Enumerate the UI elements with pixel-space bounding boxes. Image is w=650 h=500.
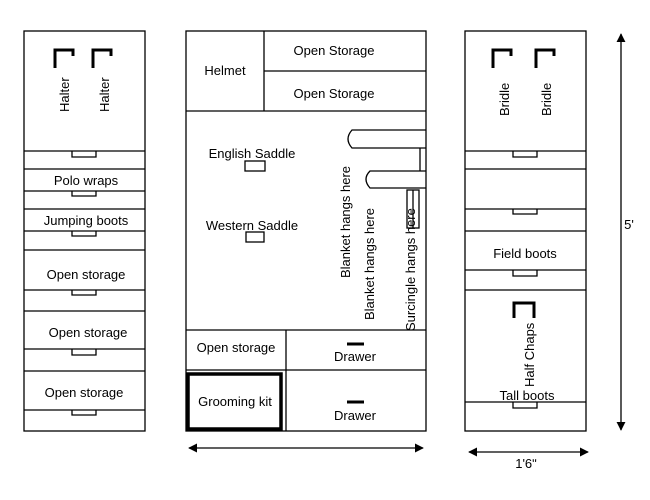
right-width-label: 1'6ʺ — [515, 456, 537, 471]
western-saddle-rack — [245, 231, 265, 243]
field-boots-label: Field boots — [493, 246, 557, 261]
drawer-handle — [71, 231, 97, 237]
chaps-hook-icon — [512, 301, 536, 318]
drawer-handle — [71, 410, 97, 416]
western-saddle-label: Western Saddle — [206, 218, 298, 233]
bridle-label-1: Bridle — [497, 83, 512, 116]
open-storage-label: Open storage — [45, 385, 124, 400]
open-storage-center-label: Open storage — [197, 340, 276, 355]
halter-hook-icon — [91, 48, 113, 68]
blanket-label-1: Blanket hangs here — [338, 166, 353, 278]
english-saddle-label: English Saddle — [209, 146, 296, 161]
jumping-boots-label: Jumping boots — [44, 213, 129, 228]
open-storage-top-label: Open Storage — [294, 43, 375, 58]
blanket-label-2: Blanket hangs here — [362, 208, 377, 320]
grooming-kit-label: Grooming kit — [198, 394, 272, 409]
open-storage-bottom-label: Open Storage — [294, 86, 375, 101]
halter-hook-icon — [53, 48, 75, 68]
center-unit-frame — [185, 30, 427, 432]
drawer-handle — [512, 270, 538, 277]
halter-label-2: Halter — [97, 77, 112, 112]
bridle-hook-icon — [534, 48, 556, 68]
drawer-handle — [71, 151, 97, 158]
blanket-bar-top — [347, 129, 426, 149]
left-unit: Halter Halter Polo wraps Jumping boots O… — [23, 30, 146, 432]
half-chaps-label: Half Chaps — [522, 322, 537, 387]
tall-boots-label: Tall boots — [500, 388, 555, 403]
drawer-bottom-label: Drawer — [334, 408, 377, 423]
bridle-hook-icon — [491, 48, 513, 68]
grooming-kit-box — [186, 372, 283, 431]
drawer-handle — [71, 349, 97, 356]
open-storage-label: Open storage — [47, 267, 126, 282]
helmet-label: Helmet — [204, 63, 246, 78]
drawer-handle — [512, 209, 538, 215]
right-unit: Bridle Bridle Field boots Half Chaps Tal… — [464, 30, 587, 432]
open-storage-label: Open storage — [49, 325, 128, 340]
surcingle-label: Surcingle hangs here — [403, 208, 418, 331]
drawer-handle — [71, 290, 97, 296]
height-label: 5' — [624, 217, 634, 232]
bridle-label-2: Bridle — [539, 83, 554, 116]
polo-wraps-label: Polo wraps — [54, 173, 119, 188]
drawer-top-label: Drawer — [334, 349, 377, 364]
drawer-handle — [512, 402, 538, 409]
drawer-handle — [512, 151, 538, 158]
drawer-handle — [71, 191, 97, 197]
blanket-bar-bottom — [365, 170, 426, 189]
halter-label-1: Halter — [57, 77, 72, 112]
english-saddle-rack — [244, 160, 266, 172]
center-unit: Helmet Open Storage Open Storage English… — [185, 30, 427, 432]
